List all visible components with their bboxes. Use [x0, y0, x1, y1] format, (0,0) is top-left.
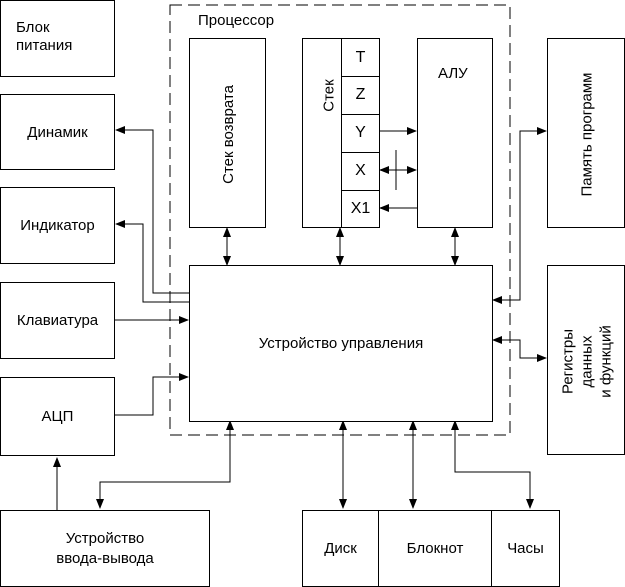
- wire-cu-clock: [454, 440, 534, 509]
- io-device-label: Устройство ввода-вывода: [56, 529, 154, 567]
- stack-registers: T Z Y X X1: [341, 38, 380, 228]
- notepad-label: Блокнот: [406, 540, 464, 557]
- indicator-block: Индикатор: [0, 187, 115, 264]
- data-registers-label: Регистры данных и функций: [559, 324, 615, 398]
- register-x1: X1: [350, 199, 371, 217]
- wire-cu-indicator: [115, 220, 189, 303]
- alu-label: АЛУ: [438, 65, 468, 82]
- wire-cu-datareg: [492, 339, 547, 362]
- stack-label: Стек: [320, 79, 338, 112]
- wire-cu-speaker: [115, 126, 189, 294]
- return-stack-label: Стек возврата: [220, 84, 238, 184]
- io-device-block: Устройство ввода-вывода: [0, 510, 210, 587]
- program-memory-label: Память программ: [578, 72, 596, 196]
- processor-boundary: [169, 4, 511, 436]
- power-supply-label: Блок питания: [16, 19, 73, 54]
- data-registers-block: Регистры данных и функций: [547, 265, 625, 455]
- speaker-block: Динамик: [0, 94, 115, 170]
- control-unit-label: Устройство управления: [258, 335, 424, 352]
- speaker-label: Динамик: [27, 123, 88, 141]
- power-supply-block: Блок питания: [0, 0, 115, 77]
- control-unit-block: Устройство управления: [189, 265, 493, 422]
- wire-adc-cu: [114, 373, 189, 416]
- wire-cu-io: [96, 422, 231, 509]
- disk-label: Диск: [324, 540, 357, 557]
- register-t: T: [342, 39, 379, 77]
- disk-block: Диск: [302, 510, 379, 587]
- stack-block: Стек: [302, 38, 342, 228]
- keyboard-block: Клавиатура: [0, 282, 115, 359]
- register-y: Y: [342, 114, 379, 153]
- keyboard-label: Клавиатура: [16, 312, 99, 329]
- clock-label: Часы: [507, 540, 544, 557]
- adc-label: АЦП: [41, 408, 74, 425]
- register-z: Z: [342, 76, 379, 115]
- wire-cu-progmem: [492, 127, 547, 301]
- processor-label: Процессор: [198, 12, 275, 29]
- notepad-block: Блокнот: [378, 510, 492, 587]
- indicator-label: Индикатор: [20, 217, 95, 234]
- adc-block: АЦП: [0, 377, 115, 456]
- clock-block: Часы: [491, 510, 560, 587]
- return-stack-block: Стек возврата: [189, 38, 266, 228]
- program-memory-block: Память программ: [547, 38, 625, 228]
- register-x: X: [342, 152, 379, 191]
- alu-block: АЛУ: [417, 38, 493, 228]
